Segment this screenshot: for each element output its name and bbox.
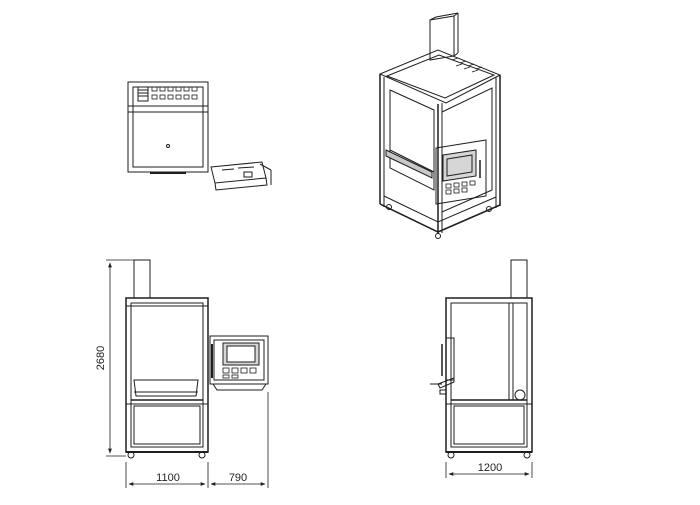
iso-right-face <box>441 87 493 213</box>
side-view <box>430 259 533 459</box>
side-chimney <box>510 259 528 299</box>
top-view-control-panel <box>210 161 267 184</box>
panel-width-dimension-label: 790 <box>229 472 247 484</box>
front-view <box>125 259 269 459</box>
front-lower-cabinet <box>133 405 201 445</box>
iso-control-panel <box>435 139 487 205</box>
top-view-vent-panel <box>127 81 209 113</box>
top-view-center-mark <box>166 144 170 148</box>
side-width-dimension-label: 1200 <box>478 462 502 474</box>
iso-chimney <box>429 15 455 61</box>
isometric-view <box>378 12 502 239</box>
front-chimney <box>133 259 151 299</box>
iso-left-window <box>389 89 435 191</box>
height-dimension-label: 2680 <box>95 346 107 370</box>
side-cabinet-frame <box>445 297 533 453</box>
side-port <box>514 389 526 401</box>
front-sash-window <box>133 379 199 397</box>
front-width-dimension-label: 1100 <box>156 472 180 484</box>
dimension-lines <box>106 259 533 488</box>
top-view <box>127 81 272 191</box>
iso-panel-buttons <box>445 180 476 195</box>
iso-roof-vents <box>451 57 483 73</box>
top-view-fan-box <box>137 86 149 102</box>
top-view-vent-slots <box>151 86 198 100</box>
front-panel-buttons <box>222 367 257 379</box>
side-lower-cabinet <box>453 405 525 445</box>
side-control-panel <box>445 337 455 381</box>
front-cabinet-frame <box>125 297 209 453</box>
